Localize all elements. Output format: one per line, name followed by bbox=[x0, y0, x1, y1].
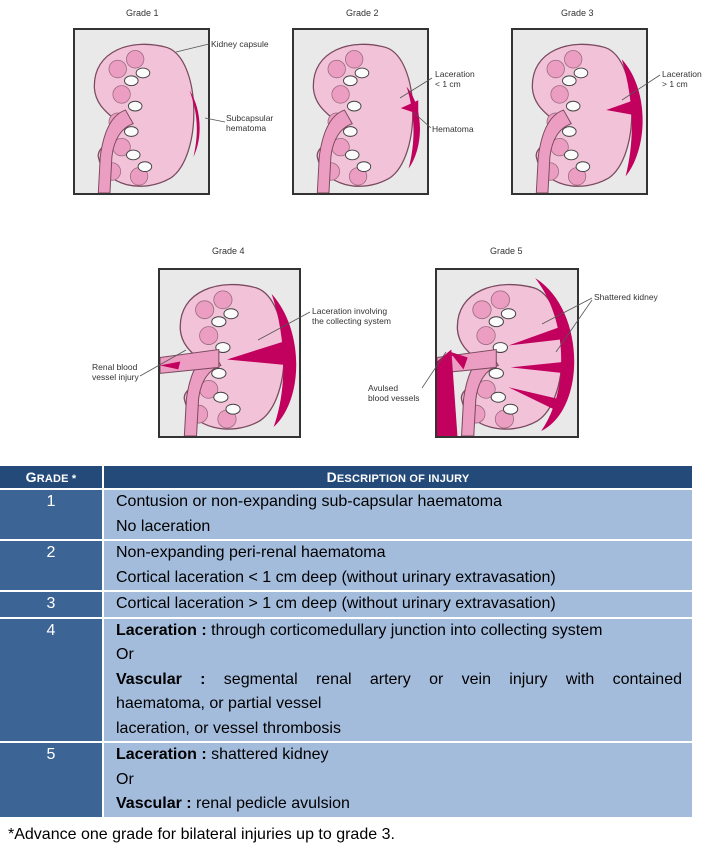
injury-type-label: Laceration : bbox=[116, 621, 207, 639]
description-text: Non-expanding peri-renal haematoma bbox=[116, 544, 386, 561]
kidney-illustration bbox=[294, 30, 420, 193]
description-line: Vascular : segmental renal artery or vei… bbox=[116, 668, 682, 693]
label-laceration-lt-1cm: Laceration< 1 cm bbox=[435, 69, 475, 89]
description-line: Laceration : through corticomedullary ju… bbox=[116, 619, 682, 644]
grade-2-title: Grade 2 bbox=[346, 8, 379, 18]
grade-2-panel bbox=[292, 28, 429, 195]
label-laceration-gt-1cm: Laceration> 1 cm bbox=[662, 69, 702, 89]
injury-type-label: Laceration : bbox=[116, 746, 207, 763]
description-text: through corticomedullary junction into c… bbox=[206, 621, 603, 639]
description-text: laceration, or vessel thrombosis bbox=[116, 719, 341, 737]
kidney-illustration bbox=[75, 30, 201, 193]
description-line: Laceration : shattered kidney bbox=[116, 743, 682, 768]
kidney-illustration bbox=[513, 30, 643, 193]
kidney-illustration bbox=[160, 270, 297, 436]
description-text: shattered kidney bbox=[206, 746, 329, 763]
description-line: Cortical laceration > 1 cm deep (without… bbox=[116, 592, 682, 617]
grade-cell: 2 bbox=[0, 540, 104, 592]
grade-cell: 3 bbox=[0, 591, 104, 619]
description-line: Vascular : renal pedicle avulsion bbox=[116, 792, 682, 817]
grade-3-title: Grade 3 bbox=[561, 8, 594, 18]
description-text: renal pedicle avulsion bbox=[191, 795, 350, 812]
grade-1-panel bbox=[73, 28, 210, 195]
description-line: laceration, or vessel thrombosis bbox=[116, 717, 682, 742]
grade-column-header: GRADE * bbox=[0, 466, 104, 490]
table-header-row: GRADE * DESCRIPTION OF INJURY bbox=[0, 466, 692, 490]
footnote: *Advance one grade for bilateral injurie… bbox=[8, 826, 395, 843]
description-line: Or bbox=[116, 768, 682, 793]
description-text: Cortical laceration < 1 cm deep (without… bbox=[116, 568, 556, 586]
table-row: 1 Contusion or non-expanding sub-capsular… bbox=[0, 489, 692, 541]
description-cell: Cortical laceration > 1 cm deep (without… bbox=[103, 591, 692, 619]
grade-5-panel bbox=[435, 268, 579, 438]
grade-3-panel bbox=[511, 28, 648, 195]
label-shattered-kidney: Shattered kidney bbox=[594, 292, 658, 302]
injury-grade-table: GRADE * DESCRIPTION OF INJURY 1 Contusion… bbox=[0, 466, 692, 819]
description-line: haematoma, or partial vessel bbox=[116, 692, 682, 717]
kidney-illustration bbox=[437, 270, 575, 436]
description-text: segmental renal artery or vein injury wi… bbox=[205, 670, 682, 688]
grade-1-title: Grade 1 bbox=[126, 8, 159, 18]
injury-type-label: Vascular : bbox=[116, 795, 192, 812]
description-text: No laceration bbox=[116, 517, 211, 535]
description-cell: Contusion or non-expanding sub-capsular … bbox=[103, 489, 692, 541]
description-line: No laceration bbox=[116, 515, 682, 540]
description-text: Contusion or non-expanding sub-capsular … bbox=[116, 493, 503, 510]
table-row: 4 Laceration : through corticomedullary j… bbox=[0, 617, 692, 743]
description-cell: Laceration : through corticomedullary ju… bbox=[103, 617, 692, 743]
label-hematoma: Hematoma bbox=[432, 124, 474, 134]
grade-4-panel bbox=[158, 268, 301, 438]
description-text: Or bbox=[116, 770, 134, 788]
description-column-header: DESCRIPTION OF INJURY bbox=[103, 466, 692, 490]
description-line: Cortical laceration < 1 cm deep (without… bbox=[116, 566, 682, 591]
description-text: haematoma, or partial vessel bbox=[116, 695, 322, 712]
table-row: 3 Cortical laceration > 1 cm deep (withou… bbox=[0, 591, 692, 619]
description-line: Non-expanding peri-renal haematoma bbox=[116, 541, 682, 566]
grade-5-title: Grade 5 bbox=[490, 246, 523, 256]
grade-cell: 4 bbox=[0, 617, 104, 743]
description-line: Or bbox=[116, 643, 682, 668]
injury-type-label: Vascular : bbox=[116, 670, 206, 688]
grade-cell: 5 bbox=[0, 742, 104, 819]
description-text: Cortical laceration > 1 cm deep (without… bbox=[116, 595, 556, 612]
label-kidney-capsule: Kidney capsule bbox=[211, 39, 269, 49]
description-line: Contusion or non-expanding sub-capsular … bbox=[116, 490, 682, 515]
grade-cell: 1 bbox=[0, 489, 104, 541]
grade-4-title: Grade 4 bbox=[212, 246, 245, 256]
description-text: Or bbox=[116, 646, 134, 663]
